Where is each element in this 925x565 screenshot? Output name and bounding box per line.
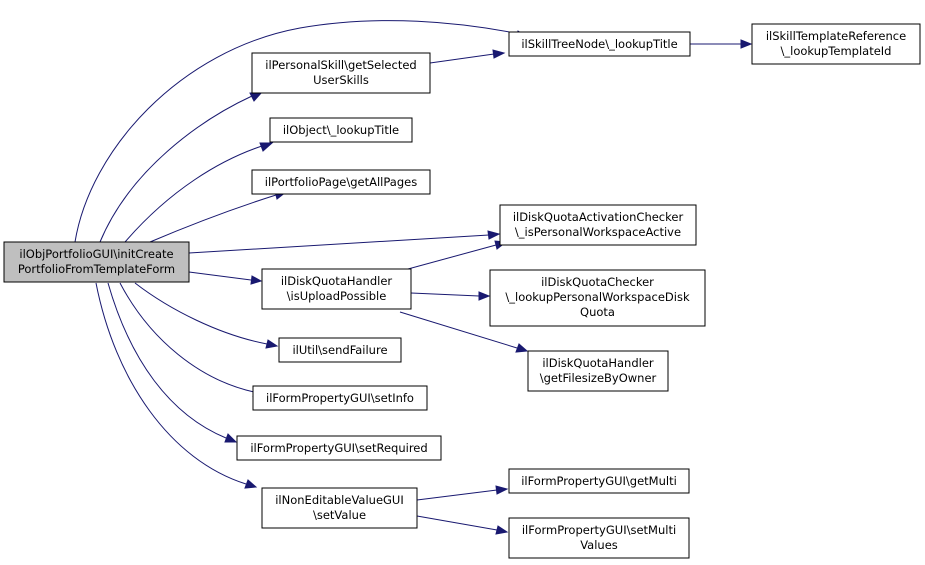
edge-quotahandler-filesize-arrowhead bbox=[515, 343, 529, 353]
edge-personalskill-skilltree bbox=[429, 53, 495, 64]
node-quotaactivation-box bbox=[499, 204, 697, 246]
node-filesize-box bbox=[527, 350, 669, 392]
edge-root-portfoliopage bbox=[149, 194, 277, 243]
node-skilltemplate-lookup-template-id[interactable]: ilSkillTemplateReference \_lookupTemplat… bbox=[751, 23, 921, 65]
node-setrequired-box bbox=[236, 435, 442, 461]
edge-root-sendfailure-arrowhead bbox=[265, 339, 279, 349]
edge-root-setinfo bbox=[119, 282, 255, 393]
node-noneditable-label-1: ilNonEditableValueGUI bbox=[275, 493, 404, 507]
node-diskquota-handler-is-upload-possible[interactable]: ilDiskQuotaHandler \isUploadPossible bbox=[261, 268, 412, 310]
node-personalskill-label-2: UserSkills bbox=[313, 73, 369, 87]
node-diskquota-activation-checker[interactable]: ilDiskQuotaActivationChecker \_isPersona… bbox=[499, 204, 697, 246]
edge-root-quotaactivation-arrowhead bbox=[487, 230, 501, 240]
node-objlookup-box bbox=[269, 117, 413, 143]
node-formproperty-set-required[interactable]: ilFormPropertyGUI\setRequired bbox=[236, 435, 442, 461]
node-personalskill-get-selected-user-skills[interactable]: ilPersonalSkill\getSelected UserSkills bbox=[251, 52, 431, 94]
node-skilltemplate-box bbox=[751, 23, 921, 65]
node-setmulti-label-2: Values bbox=[580, 538, 618, 552]
edge-root-personalskill bbox=[99, 95, 253, 243]
node-root-label-2: PortfolioFromTemplateForm bbox=[18, 262, 175, 276]
edges bbox=[74, 20, 753, 535]
edge-root-noneditable bbox=[95, 282, 247, 485]
node-noneditable-label-2: \setValue bbox=[313, 508, 366, 522]
node-formproperty-set-info[interactable]: ilFormPropertyGUI\setInfo bbox=[252, 385, 428, 411]
edge-noneditable-setmulti-arrowhead bbox=[495, 525, 509, 535]
node-quotachecker-label-1: ilDiskQuotaChecker bbox=[541, 275, 654, 289]
edge-root-setrequired bbox=[107, 282, 227, 439]
node-portfoliopage-box bbox=[251, 169, 431, 195]
node-root-label-1: ilObjPortfolioGUI\initCreate bbox=[19, 247, 173, 261]
edge-quotahandler-quotaactivation bbox=[396, 244, 497, 273]
node-quotahandler-label-2: \isUploadPossible bbox=[287, 289, 387, 303]
node-sendfailure-box bbox=[278, 337, 402, 363]
edge-skilltree-skilltemplate-arrowhead bbox=[740, 39, 753, 49]
edge-root-quotahandler bbox=[188, 271, 252, 281]
node-skilltree-lookup-title[interactable]: ilSkillTreeNode\_lookupTitle bbox=[508, 31, 691, 57]
node-setrequired-label: ilFormPropertyGUI\setRequired bbox=[250, 441, 427, 455]
node-setinfo-label: ilFormPropertyGUI\setInfo bbox=[266, 391, 414, 405]
node-setinfo-box bbox=[252, 385, 428, 411]
node-formproperty-set-multi-values[interactable]: ilFormPropertyGUI\setMulti Values bbox=[508, 517, 690, 559]
node-quotaactivation-label-2: \_isPersonalWorkspaceActive bbox=[515, 225, 681, 239]
node-diskquota-handler-get-filesize-by-owner[interactable]: ilDiskQuotaHandler \getFilesizeByOwner bbox=[527, 350, 669, 392]
node-quotachecker-label-2: \_lookupPersonalWorkspaceDisk bbox=[505, 290, 690, 304]
node-skilltree-box bbox=[508, 31, 691, 57]
node-sendfailure-label: ilUtil\sendFailure bbox=[292, 343, 387, 357]
edge-quotahandler-quotachecker bbox=[410, 292, 480, 297]
node-skilltemplate-label-1: ilSkillTemplateReference bbox=[766, 29, 906, 43]
node-setmulti-label-1: ilFormPropertyGUI\setMulti bbox=[522, 523, 676, 537]
node-quotaactivation-label-1: ilDiskQuotaActivationChecker bbox=[513, 210, 684, 224]
edge-root-sendfailure bbox=[134, 282, 268, 345]
node-util-send-failure[interactable]: ilUtil\sendFailure bbox=[278, 337, 402, 363]
node-noneditablevalue-set-value[interactable]: ilNonEditableValueGUI \setValue bbox=[261, 487, 418, 529]
edge-root-noneditable-arrowhead bbox=[244, 479, 258, 489]
edge-quotahandler-quotachecker-arrowhead bbox=[478, 291, 491, 301]
node-diskquota-checker-lookup-quota[interactable]: ilDiskQuotaChecker \_lookupPersonalWorks… bbox=[489, 269, 706, 327]
node-objlookup-label: ilObject\_lookupTitle bbox=[283, 123, 399, 137]
node-portfoliopage-get-all-pages[interactable]: ilPortfolioPage\getAllPages bbox=[251, 169, 431, 195]
node-quotahandler-box bbox=[261, 268, 412, 310]
node-filesize-label-1: ilDiskQuotaHandler bbox=[542, 356, 654, 370]
edge-personalskill-skilltree-arrowhead bbox=[492, 49, 506, 59]
edge-root-skilltree bbox=[74, 20, 521, 243]
edge-root-quotaactivation bbox=[188, 234, 490, 254]
node-getmulti-box bbox=[508, 468, 690, 494]
edge-root-setrequired-arrowhead bbox=[224, 433, 238, 443]
edge-noneditable-getmulti bbox=[416, 489, 498, 501]
node-getmulti-label: ilFormPropertyGUI\getMulti bbox=[521, 474, 677, 488]
node-root-box bbox=[3, 241, 190, 283]
node-setmulti-box bbox=[508, 517, 690, 559]
edge-root-quotahandler-arrowhead bbox=[250, 275, 263, 285]
node-skilltree-label: ilSkillTreeNode\_lookupTitle bbox=[521, 37, 677, 51]
edge-noneditable-setmulti bbox=[416, 515, 498, 531]
edge-root-objlookup bbox=[124, 145, 263, 243]
node-quotahandler-label-1: ilDiskQuotaHandler bbox=[281, 274, 393, 288]
node-root[interactable]: ilObjPortfolioGUI\initCreate PortfolioFr… bbox=[3, 241, 190, 283]
node-object-lookup-title[interactable]: ilObject\_lookupTitle bbox=[269, 117, 413, 143]
node-noneditable-box bbox=[261, 487, 418, 529]
edge-root-objlookup-arrowhead bbox=[259, 142, 274, 152]
edge-noneditable-getmulti-arrowhead bbox=[495, 485, 509, 495]
node-personalskill-box bbox=[251, 52, 431, 94]
node-portfoliopage-label: ilPortfolioPage\getAllPages bbox=[265, 175, 417, 189]
node-quotachecker-label-3: Quota bbox=[580, 305, 615, 319]
node-quotachecker-box bbox=[489, 269, 706, 327]
edge-quotahandler-filesize bbox=[399, 311, 518, 349]
node-filesize-label-2: \getFilesizeByOwner bbox=[540, 371, 657, 385]
node-personalskill-label-1: ilPersonalSkill\getSelected bbox=[265, 58, 416, 72]
node-formproperty-get-multi[interactable]: ilFormPropertyGUI\getMulti bbox=[508, 468, 690, 494]
node-skilltemplate-label-2: \_lookupTemplateId bbox=[781, 44, 892, 58]
